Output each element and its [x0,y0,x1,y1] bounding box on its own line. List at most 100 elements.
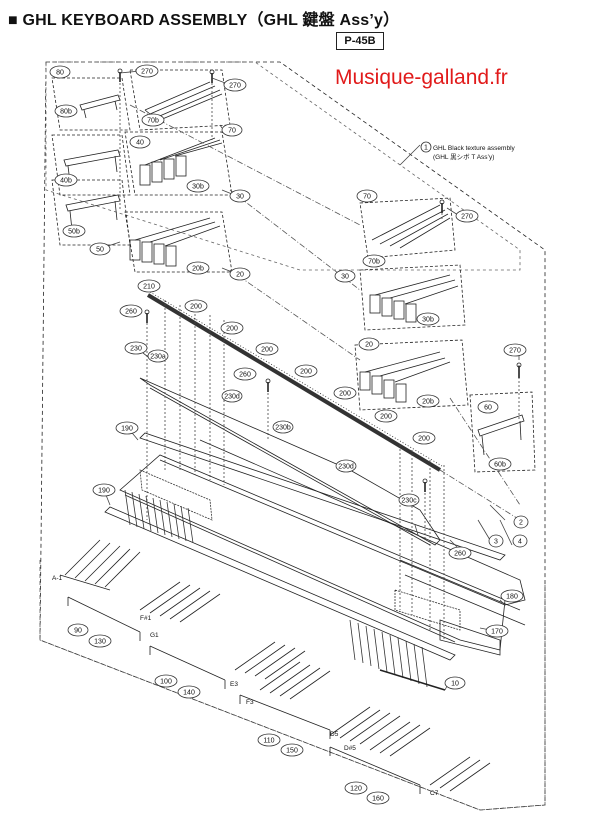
callout-200e: 200 [339,391,351,398]
callout-190a: 190 [121,426,133,433]
rail-230-drawing [139,377,441,546]
callout-230d-1: 230d [224,394,240,401]
alignment-lines [129,104,521,521]
callout-110: 110 [263,738,274,745]
key-label-f1: F#1 [140,615,152,622]
callout-120: 120 [350,786,362,793]
screw-260c [422,478,428,492]
callout-r270b: 270 [509,348,521,355]
callout-200a: 200 [190,304,202,311]
assembly-note-line1: GHL Black texture assembly [433,145,516,152]
hammer-parts-outline [39,560,546,811]
callout-200c: 200 [261,347,273,354]
key-label-d5: D5 [330,731,339,738]
callout-210: 210 [143,284,155,291]
rail-230-inner [149,387,431,546]
callout-30b: 30b [192,184,204,191]
callout-r20b: 20b [422,399,434,406]
callout-90: 90 [74,628,82,635]
callout-130: 130 [94,639,106,646]
callout-3: 3 [494,539,498,546]
callout-80: 80 [56,70,64,77]
callout-50: 50 [96,247,104,254]
range-lines [67,596,421,794]
callout-200f: 200 [380,414,392,421]
key-label-g1: G1 [150,632,159,639]
key-label-ds5: D#5 [344,745,356,752]
assembly-outline [39,61,546,811]
callout-230b: 230b [275,425,291,432]
key-group-r30-drawing [369,274,459,323]
callout-70: 70 [228,128,236,135]
hammer-set-3 [234,641,306,680]
callout-50b: 50b [68,229,80,236]
callout-r60b: 60b [494,462,506,469]
group-40-outline [51,134,131,196]
rod-10 [379,669,446,691]
screw-270c [439,199,445,213]
callout-270a: 270 [141,69,153,76]
callout-r70: 70 [363,194,371,201]
callout-230: 230 [130,346,142,353]
screw-270b [209,69,215,83]
callout-260c: 260 [454,551,466,558]
hammer-cluster-left [124,469,213,544]
callout-4: 4 [518,539,522,546]
group-20-outline [124,211,233,273]
hammer-set-5 [329,706,401,745]
callout-circles [49,64,529,805]
callout-r30b: 30b [422,317,434,324]
screw-260a [144,309,150,323]
weight-rail-210 [146,291,443,472]
page-code-badge: P-45B [336,32,384,50]
callout-80b: 80b [60,109,72,116]
callout-230c: 230c [401,498,417,505]
callout-140: 140 [183,690,195,697]
hammer-set-7 [429,756,491,792]
rail-190-lower [104,506,456,661]
group-r30-outline [359,264,466,331]
screw-270a [117,68,123,82]
bracket-60-drawing [477,414,525,456]
callout-180: 180 [506,594,518,601]
group-50-outline [51,179,131,246]
callout-160: 160 [372,796,384,803]
callout-2: 2 [519,520,523,527]
callout-20: 20 [236,272,244,279]
callout-260a: 260 [125,309,137,316]
callout-150: 150 [286,748,298,755]
callout-r70b: 70b [368,259,380,266]
hammer-set-2 [139,581,221,623]
group-80-outline [51,77,131,131]
hammer-cluster-right [349,589,461,688]
callout-1: 1 [424,145,428,152]
bracket-80-drawing [79,94,121,119]
callout-10: 10 [451,681,459,688]
callout-230a: 230a [150,354,166,361]
callout-200b: 200 [226,326,238,333]
callout-200d: 200 [300,369,312,376]
callout-70b: 70b [147,118,159,125]
watermark-text: Musique-galland.fr [335,66,508,89]
assembly-note-line2: (GHL 黒シボ T Ass’y) [433,153,494,161]
callout-100: 100 [160,679,172,686]
callout-40: 40 [136,140,144,147]
sub-assembly-outline [45,61,521,271]
callout-40b: 40b [60,178,72,185]
screw-260b [265,378,271,392]
hammer-set-1 [59,539,141,591]
callout-190b: 190 [98,488,110,495]
callout-r30: 30 [341,274,349,281]
leader-lines [101,70,520,691]
callout-30: 30 [236,194,244,201]
key-label-e3: E3 [230,681,238,688]
callout-170: 170 [491,629,503,636]
key-group-20-drawing [129,217,221,267]
callout-r20: 20 [365,342,373,349]
callout-200g: 200 [418,436,430,443]
screw-270d [516,362,522,378]
group-r70-outline [359,197,456,259]
key-group-r70-drawing [371,204,451,249]
